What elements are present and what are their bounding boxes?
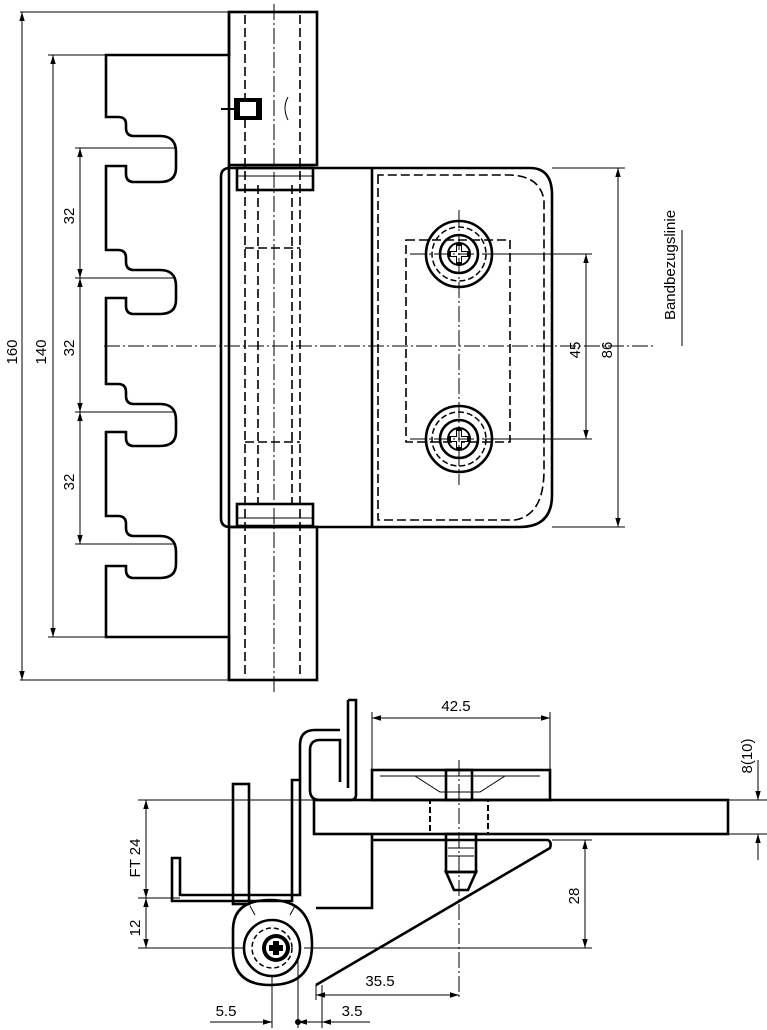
dim-plate-height: 86: [599, 342, 616, 359]
lower-knuckle: [227, 525, 319, 682]
dim-left-offset: 5.5: [216, 1003, 237, 1020]
frame-profile: [308, 698, 358, 802]
door-leaf-outline: [219, 166, 554, 529]
grub-screw-icon: [221, 96, 289, 121]
section-pin-icon: [231, 898, 314, 987]
dim-axis-to-screw: 35.5: [365, 973, 394, 990]
dim-arm-height: 28: [566, 888, 583, 905]
frame-leaf-outline: [104, 12, 231, 680]
dim-right-offset: 3.5: [342, 1003, 363, 1020]
support-arm: [315, 834, 552, 987]
dim-plate-width: 42.5: [441, 698, 470, 715]
reference-line-label: Bandbezugslinie: [662, 210, 679, 320]
dim-screw-spacing: 45: [567, 342, 584, 359]
dim-pitch-bottom: 32: [61, 474, 78, 491]
section-mounting-plate: [370, 768, 552, 802]
dim-plate-thickness: 8(10): [739, 738, 756, 773]
upper-knuckle: [227, 10, 319, 167]
front-view: 160 140 32 32 32 45 86 Bandbezugslinie: [4, 4, 683, 694]
lower-bushing: [235, 502, 315, 528]
dim-overall-height: 160: [4, 339, 21, 364]
upper-bushing: [235, 166, 315, 192]
dim-pitch-top: 32: [61, 208, 78, 225]
mounting-plate-hidden-outline: [377, 174, 545, 521]
dim-pitch-middle: 32: [61, 340, 78, 357]
dim-leaf-height: 140: [33, 339, 50, 364]
section-view: 42.5 8(10) FT 24 12 28 35.5 5.5: [127, 698, 767, 1028]
section-knuckle: [231, 782, 251, 906]
dim-rebate-depth: FT 24: [127, 839, 144, 878]
frame-mount-profile: [170, 778, 302, 903]
dim-knuckle-offset: 12: [127, 920, 144, 937]
door-panel: [312, 798, 730, 836]
adjustment-slot-hidden: [405, 239, 511, 443]
